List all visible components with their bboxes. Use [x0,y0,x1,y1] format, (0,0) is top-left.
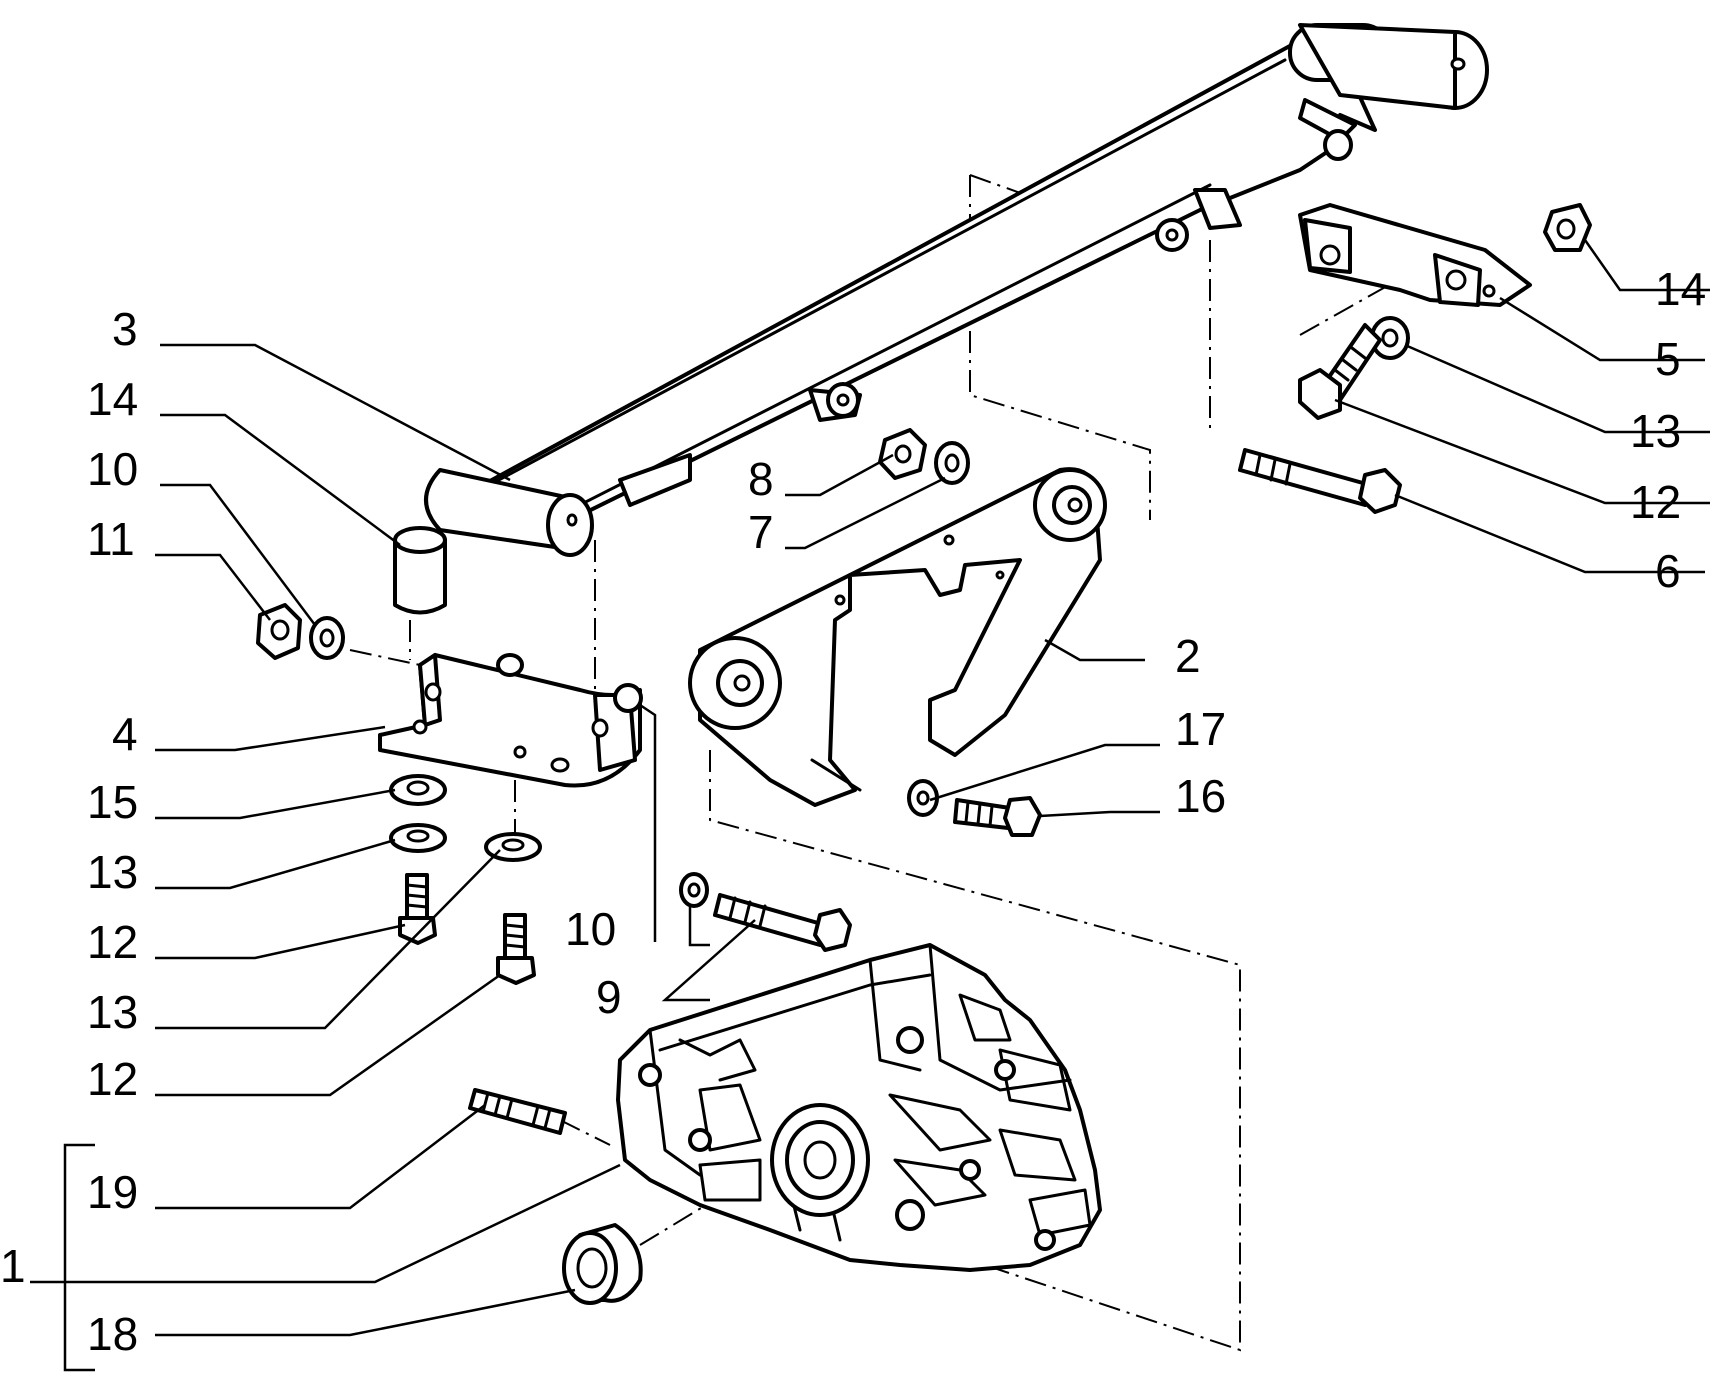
callout-12-left-b: 12 [87,1053,138,1105]
bolt-12-right [496,913,536,985]
differential-housing [616,943,1102,1272]
long-bolt-9 [713,893,852,952]
washer-center [934,441,970,485]
callout-4: 4 [112,708,138,760]
callout-13-right: 13 [1630,405,1681,457]
callout-13-left-a: 13 [87,846,138,898]
callout-8: 8 [748,453,774,505]
washer-10-center [679,872,709,908]
callout-5: 5 [1655,333,1681,385]
bolt-right [1298,323,1382,420]
callout-2: 2 [1175,630,1201,682]
callout-17: 17 [1175,703,1226,755]
callout-3: 3 [112,303,138,355]
callout-16: 16 [1175,770,1226,822]
callout-14-left: 14 [87,373,138,425]
support-arm-plate [688,467,1107,807]
callout-10-center: 10 [565,903,616,955]
callout-14-right: 14 [1655,263,1706,315]
callout-1: 1 [0,1240,26,1292]
nut-center [878,428,927,480]
callout-11: 11 [87,513,135,565]
washer-15 [389,774,447,806]
callout-12-left-a: 12 [87,916,138,968]
bushing-left [393,526,447,615]
callout-6: 6 [1655,545,1681,597]
bolt-16 [953,796,1042,837]
callout-leaders [30,239,1710,1372]
callout-13-left-b: 13 [87,986,138,1038]
washer-13-left [389,823,447,853]
washer-left [309,616,345,660]
seal-ring-18 [562,1223,643,1305]
callout-15: 15 [87,776,138,828]
callout-18: 18 [87,1308,138,1360]
callout-10-left: 10 [87,443,138,495]
washer-right [1370,316,1410,360]
callout-19: 19 [87,1166,138,1218]
long-bolt-right [1238,448,1402,514]
callout-7: 7 [748,506,774,558]
callout-labels: 3 14 10 11 4 15 13 12 13 12 19 1 18 8 7 … [0,263,1706,1360]
cross-member-tube [424,23,1489,557]
nut-right [1543,203,1592,252]
stud-19 [468,1088,567,1135]
callout-12-right: 12 [1630,476,1681,528]
right-mount-bracket [1298,203,1532,307]
left-mount-bracket [378,653,643,788]
callout-9: 9 [596,971,622,1023]
washer-13-right [484,832,542,862]
